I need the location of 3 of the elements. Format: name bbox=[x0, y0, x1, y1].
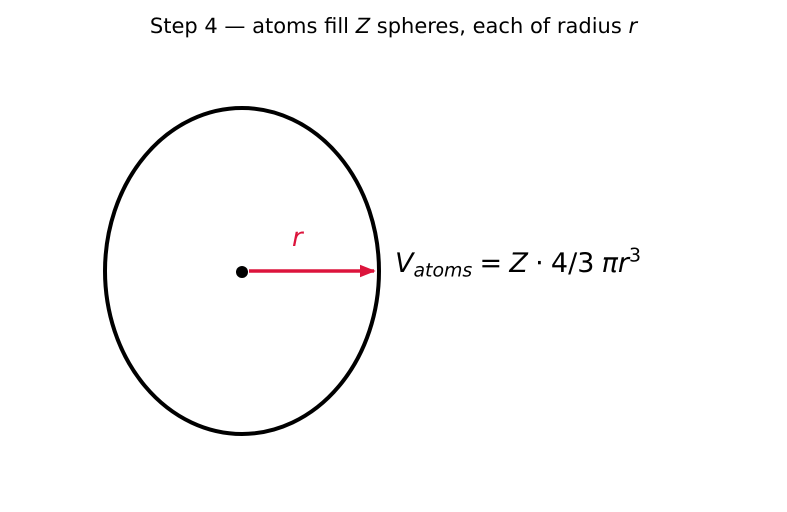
diagram-title: Step 4 — atoms fill Z spheres, each of radius r bbox=[150, 13, 638, 40]
volume-formula: V$_{atoms}$ = Z · 4/3 πr$^{3}$ bbox=[395, 245, 641, 283]
radius-label: r bbox=[292, 222, 303, 254]
